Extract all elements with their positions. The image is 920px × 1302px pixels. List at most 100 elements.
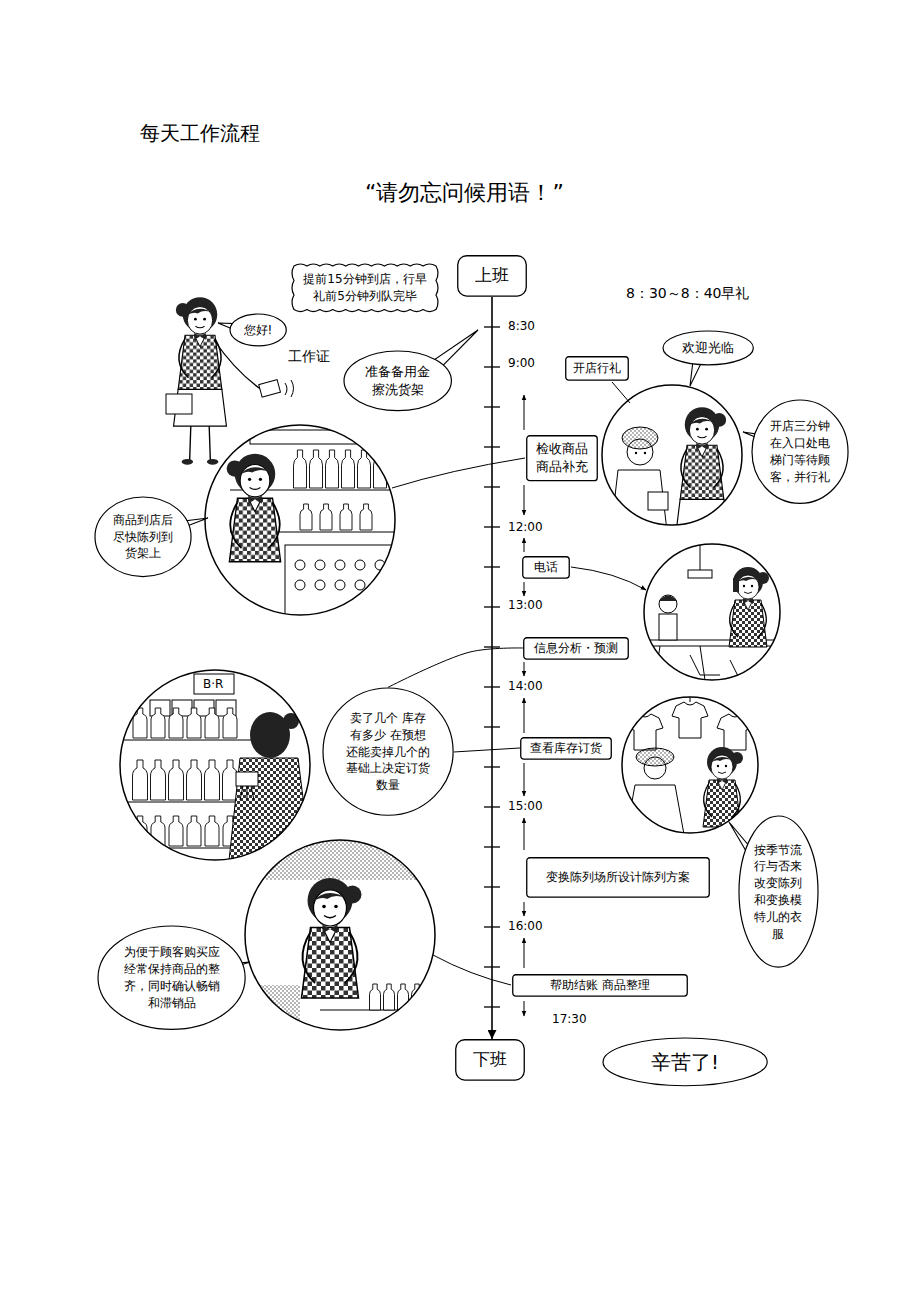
bottle — [205, 708, 219, 738]
id-card — [259, 380, 281, 397]
bottle — [310, 450, 323, 488]
node-text-block: 为便于顾客购买应经常保持商品的整齐，同时确认畅销和滞销品 — [123, 944, 221, 1011]
bottle — [342, 450, 355, 488]
node-text-block: 您好! — [241, 322, 275, 339]
carton — [285, 545, 400, 620]
node-text-block: 电话 — [532, 559, 560, 576]
bottle — [187, 708, 201, 738]
bottle — [294, 450, 307, 488]
vignette-ground — [644, 544, 780, 680]
vest — [729, 600, 767, 647]
eye — [203, 318, 206, 321]
vest — [703, 780, 741, 827]
carton-item — [355, 580, 365, 590]
bubble-shape — [603, 1038, 767, 1086]
node-text: 下班 — [470, 1048, 510, 1072]
flow-arrow — [524, 818, 525, 850]
mannequin-hat — [636, 748, 674, 766]
node-text-block: 开店行礼 — [572, 360, 622, 377]
arm — [681, 449, 691, 488]
vignette-frame — [120, 670, 310, 860]
step-box: 信息分析・预测 — [523, 637, 629, 660]
woman-figure — [174, 297, 227, 464]
eye — [248, 478, 251, 481]
time-label: 9:00 — [508, 356, 535, 370]
flow-arrow — [524, 662, 525, 676]
carton-item — [335, 580, 345, 590]
ponytail — [731, 752, 743, 764]
bottle — [223, 760, 238, 800]
box-shape — [513, 974, 688, 995]
flow-arrow — [524, 763, 525, 796]
speech-bubble: 欢迎光临 — [662, 330, 754, 366]
arm — [714, 449, 724, 488]
bottle — [187, 760, 202, 800]
bubble-shape — [95, 497, 191, 577]
step-box: 开店行礼 — [565, 356, 629, 381]
bottle — [320, 504, 332, 530]
bottle — [205, 816, 219, 846]
node-text-block: 卖了几个 库存有多少 在预想还能卖掉几个的基础上决定订货数量 — [345, 710, 431, 794]
bottle — [340, 504, 352, 530]
node-text-block: 开店三分钟在入口处电梯门等待顾客，并行礼 — [769, 418, 831, 485]
note-callout: 提前15分钟到店，行早礼前5分钟列队完毕 — [290, 262, 440, 314]
bubble-shape — [739, 816, 818, 967]
flow-arrow — [524, 485, 525, 515]
customer-body — [610, 470, 668, 540]
speech-bubble: 商品到店后尽快陈列到货架上 — [94, 496, 192, 578]
node-text: 变换陈列场所设计陈列方案 — [538, 869, 698, 886]
eye — [322, 905, 326, 909]
time-label: 13:00 — [508, 598, 543, 612]
time-label: 17:30 — [552, 1012, 587, 1026]
vignette-ground — [622, 697, 758, 833]
vignette-frame — [644, 544, 780, 680]
vest — [680, 445, 724, 499]
leader-connector — [388, 648, 523, 687]
node-text: 开店行礼 — [572, 360, 622, 377]
carton-item — [315, 580, 325, 590]
node-outline — [343, 350, 452, 412]
timeline-arrow — [491, 297, 493, 1039]
flow-arrow — [524, 938, 525, 968]
smile — [744, 592, 752, 594]
eye — [696, 428, 699, 431]
bow — [323, 925, 338, 934]
flow-arrow — [524, 1001, 525, 1016]
step-box: 帮助结账 商品整理 — [512, 974, 688, 997]
bow — [696, 443, 708, 450]
arm — [230, 502, 241, 548]
vignette-scene — [240, 835, 440, 1035]
box-shape — [527, 857, 710, 896]
speech-bubble: 开店三分钟在入口处电梯门等待顾客，并行礼 — [751, 399, 849, 504]
bow — [717, 778, 727, 784]
carton-item — [375, 580, 385, 590]
fringe — [736, 577, 760, 583]
box-shape — [523, 556, 570, 577]
speech-bubble: 为便于顾客购买应经常保持商品的整齐，同时确认畅销和滞销品 — [97, 925, 246, 1030]
time-label: 15:00 — [508, 799, 543, 813]
smile — [697, 436, 706, 438]
bubble-shape — [752, 400, 848, 503]
flow-arrow — [524, 538, 525, 552]
bubble-shape — [98, 926, 245, 1029]
eye — [717, 765, 719, 767]
flow-arrow — [524, 698, 525, 733]
bubble-shape — [344, 351, 451, 411]
product-tag — [236, 772, 258, 786]
node-outline — [751, 399, 849, 504]
end-box: 下班 — [455, 1039, 525, 1081]
box-shape — [521, 737, 612, 758]
arm — [730, 603, 738, 637]
step-box: 电话 — [522, 556, 570, 579]
bottle — [151, 708, 165, 738]
fringe — [688, 419, 716, 426]
bottle — [358, 450, 371, 488]
bottle — [169, 708, 183, 738]
schedule-note: 8：30～8：40早礼 — [626, 285, 749, 302]
leader-line — [392, 458, 525, 488]
flow-arrow — [524, 582, 525, 596]
bottle — [426, 984, 437, 1010]
vest — [178, 335, 222, 389]
leader-connector — [454, 748, 520, 752]
bubble-shape — [323, 688, 453, 815]
